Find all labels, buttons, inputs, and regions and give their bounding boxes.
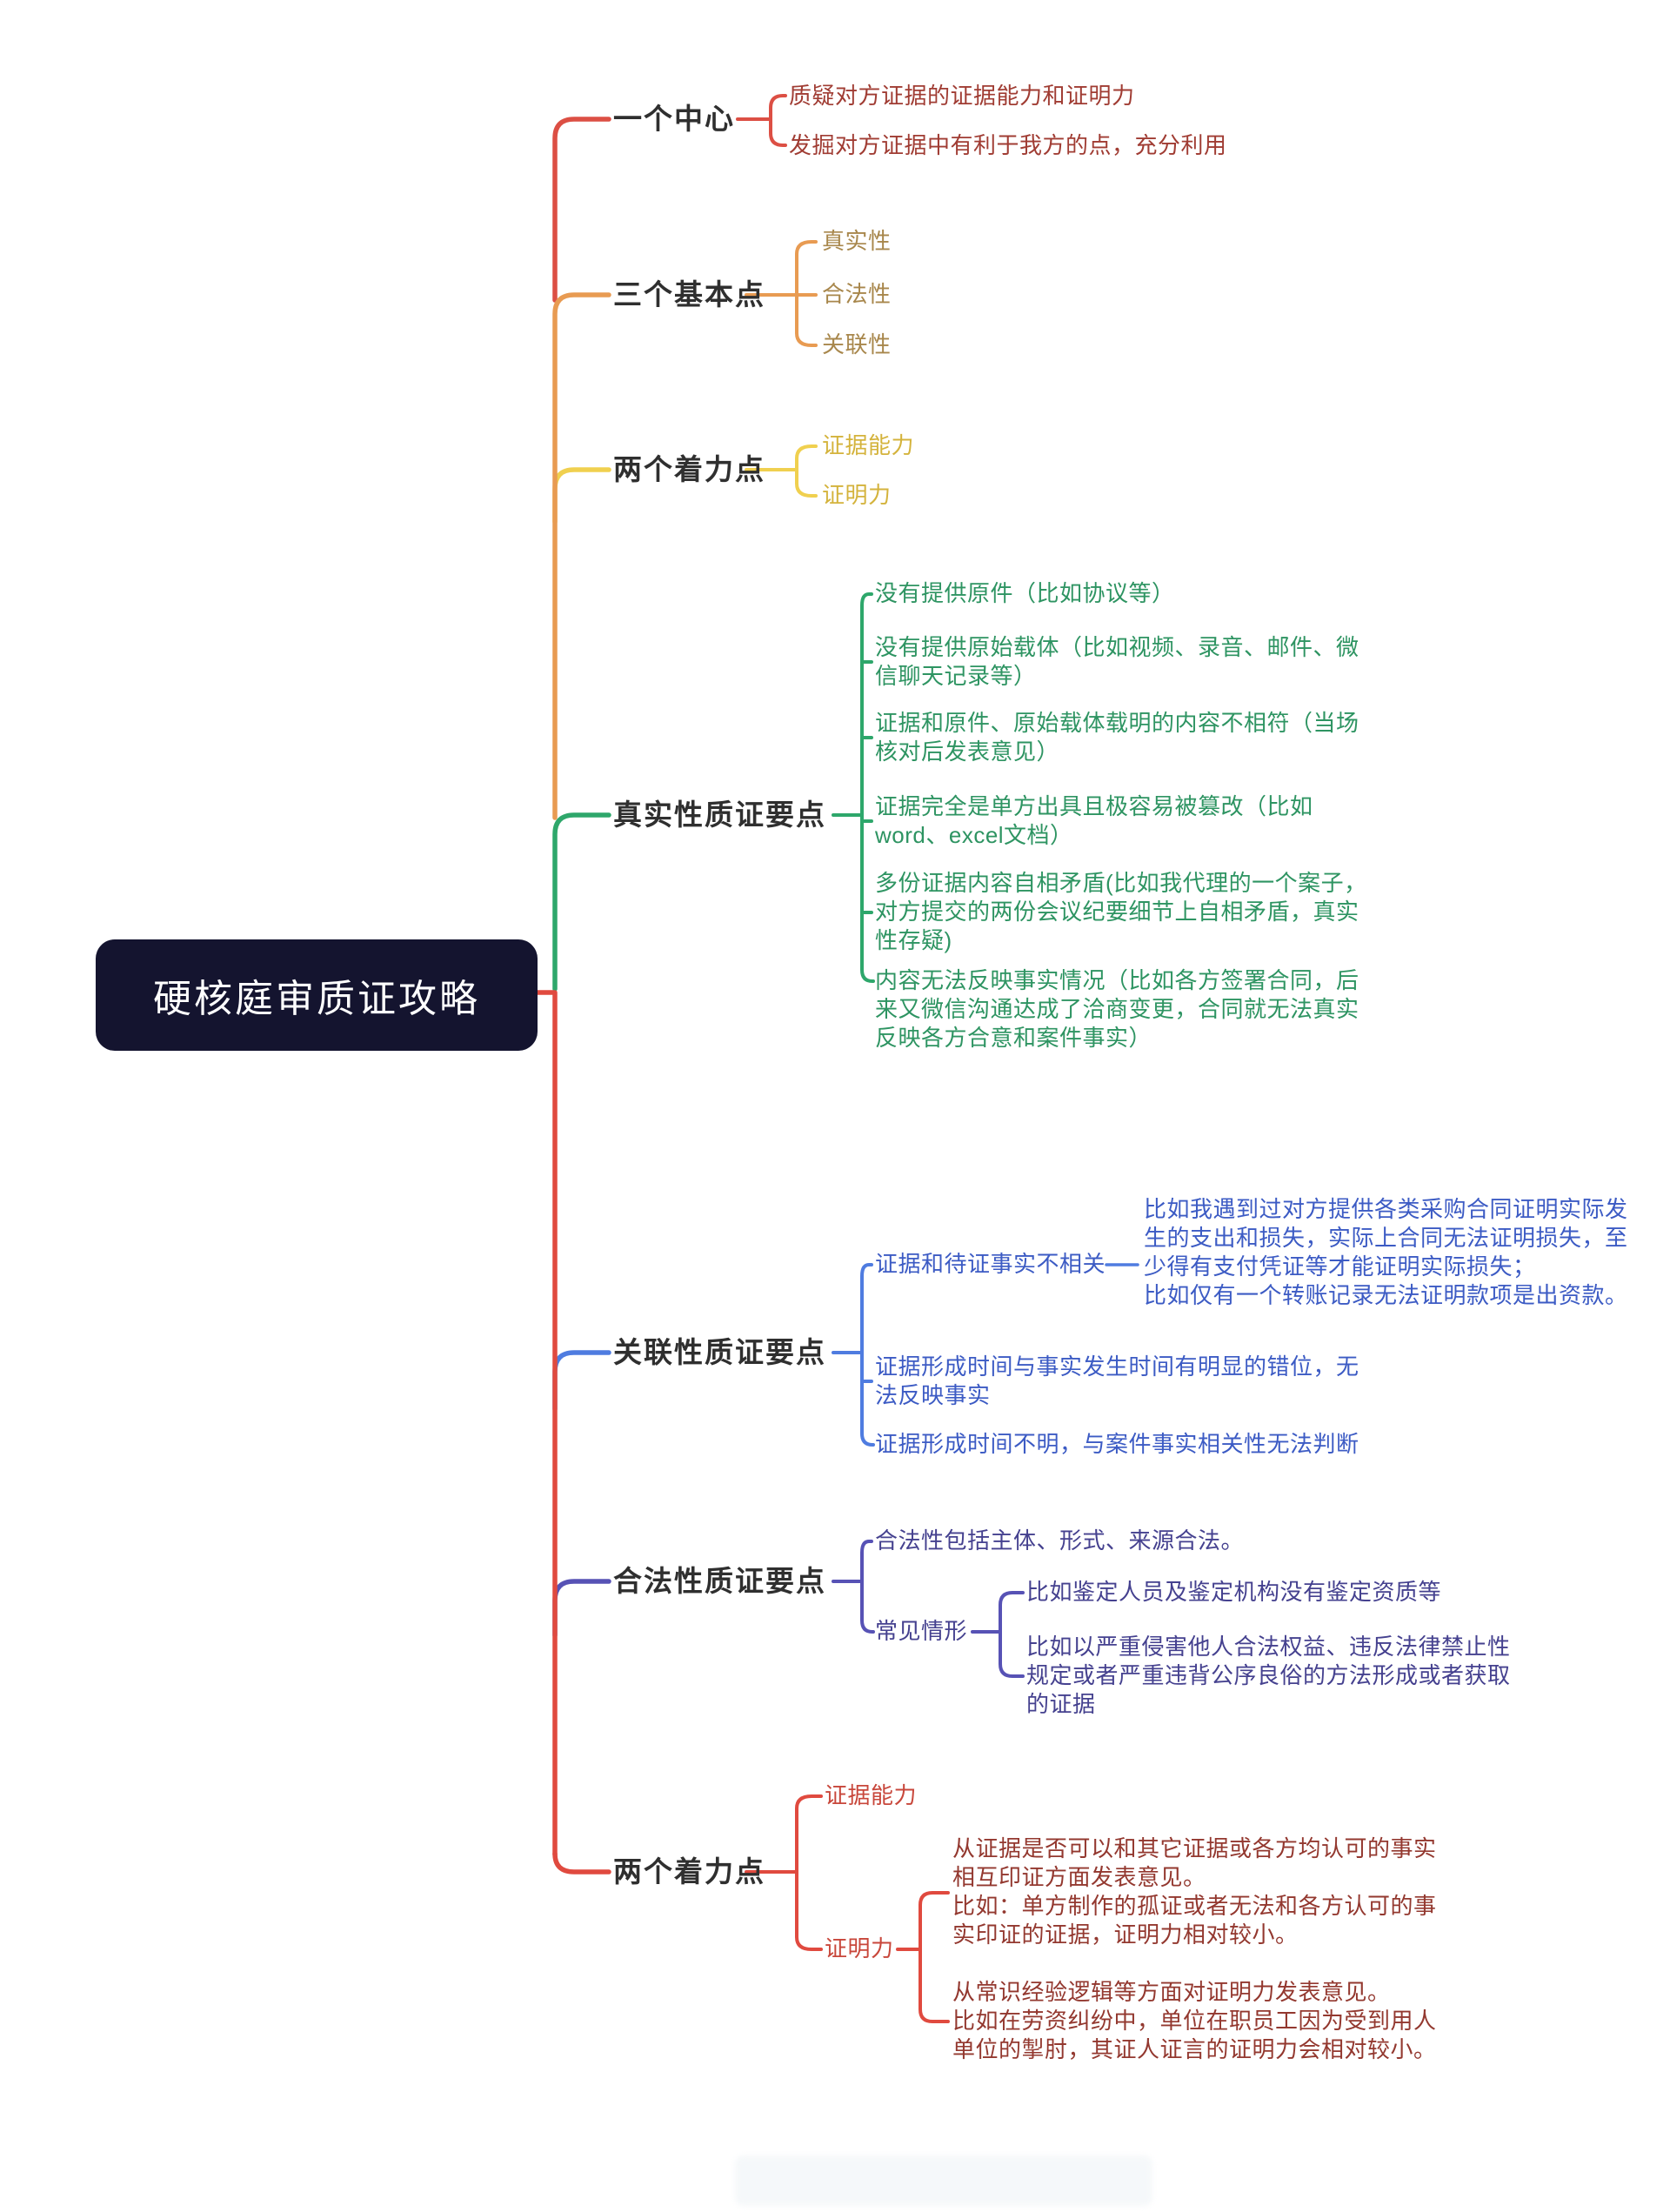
topic-time-mismatch[interactable]: 证据形成时间与事实发生时间有明显的错位，无 法反映事实 — [875, 1353, 1359, 1408]
bracket-legality — [832, 1540, 875, 1634]
topic-exploit-favorable[interactable]: 发掘对方证据中有利于我方的点，充分利用 — [789, 132, 1227, 158]
branch-two-points-red[interactable]: 两个着力点 — [613, 1855, 765, 1888]
watermark — [735, 2155, 1152, 2206]
topic-legality-scope[interactable]: 合法性包括主体、形式、来源合法。 — [875, 1527, 1245, 1554]
branch-line-legality — [552, 1579, 611, 1638]
topic-illegal-methods[interactable]: 比如以严重侵害他人合法权益、违反法律禁止性 规定或者严重违背公序良俗的方法形成或… — [1026, 1634, 1511, 1717]
topic-no-original-carrier[interactable]: 没有提供原始载体（比如视频、录音、邮件、微 信聊天记录等） — [875, 634, 1359, 689]
topic-common-sense-logic[interactable]: 从常识经验逻辑等方面对证明力发表意见。 比如在劳资纠纷中，单位在职员工因为受到用… — [952, 1979, 1437, 2062]
branch-legality[interactable]: 合法性质证要点 — [613, 1565, 826, 1597]
topic-no-appraisal-qualification[interactable]: 比如鉴定人员及鉴定机构没有鉴定资质等 — [1026, 1579, 1442, 1605]
topic-time-unknown[interactable]: 证据形成时间不明，与案件事实相关性无法判断 — [875, 1431, 1359, 1457]
branch-line-two-points-yellow — [552, 467, 611, 525]
central-topic[interactable]: 硬核庭审质证攻略 — [96, 939, 538, 1051]
branch-line-one-center — [552, 117, 611, 303]
topic-evidence-capability-yellow[interactable]: 证据能力 — [822, 432, 915, 458]
topic-evidence-capability-red[interactable]: 证据能力 — [825, 1782, 918, 1808]
topic-relevance[interactable]: 关联性 — [822, 331, 892, 358]
topic-legality[interactable]: 合法性 — [822, 281, 892, 307]
topic-no-original[interactable]: 没有提供原件（比如协议等） — [875, 580, 1175, 606]
topic-self-contradiction[interactable]: 多份证据内容自相矛盾(比如我代理的一个案子， 对方提交的两份会议纪要细节上自相矛… — [875, 870, 1367, 953]
bracket-probative-force — [896, 1891, 950, 2023]
topic-mutual-corroboration[interactable]: 从证据是否可以和其它证据或各方均认可的事实 相互印证方面发表意见。 比如：单方制… — [952, 1835, 1437, 1948]
branch-line-two-points-red — [552, 1851, 611, 1875]
branch-line-three-basics — [552, 292, 611, 820]
note-purchase-contract-example[interactable]: 比如我遇到过对方提供各类采购合同证明实际发 生的支出和损失，实际上合同无法证明损… — [1144, 1196, 1628, 1308]
topic-question-capability[interactable]: 质疑对方证据的证据能力和证明力 — [789, 83, 1135, 109]
branch-line-relevance — [552, 1350, 611, 1412]
bracket-common-cases — [971, 1591, 1025, 1678]
topic-unilateral-editable[interactable]: 证据完全是单方出具且极容易被篡改（比如 word、excel文档） — [875, 793, 1313, 848]
topic-irrelevant-evidence[interactable]: 证据和待证事实不相关 — [875, 1251, 1106, 1277]
branch-authenticity[interactable]: 真实性质证要点 — [613, 799, 826, 831]
bracket-relevance — [832, 1263, 875, 1447]
topic-probative-force-yellow[interactable]: 证明力 — [822, 482, 892, 508]
topic-probative-force-red[interactable]: 证明力 — [825, 1935, 894, 1961]
branch-two-points-yellow[interactable]: 两个着力点 — [613, 453, 765, 485]
branch-one-center[interactable]: 一个中心 — [613, 103, 735, 135]
bracket-one-center — [736, 94, 787, 147]
branch-line-authenticity — [552, 812, 611, 992]
branch-relevance[interactable]: 关联性质证要点 — [613, 1336, 826, 1368]
topic-content-mismatch[interactable]: 证据和原件、原始载体载明的内容不相符（当场 核对后发表意见） — [875, 710, 1359, 765]
bracket-authenticity — [832, 592, 875, 983]
branch-three-basics[interactable]: 三个基本点 — [613, 278, 765, 311]
trunk-lower — [535, 990, 558, 1857]
topic-common-cases[interactable]: 常见情形 — [875, 1618, 968, 1644]
topic-authenticity[interactable]: 真实性 — [822, 228, 892, 254]
topic-cannot-reflect-facts[interactable]: 内容无法反映事实情况（比如各方签署合同，后 来又微信沟通达成了洽商变更，合同就无… — [875, 967, 1359, 1051]
